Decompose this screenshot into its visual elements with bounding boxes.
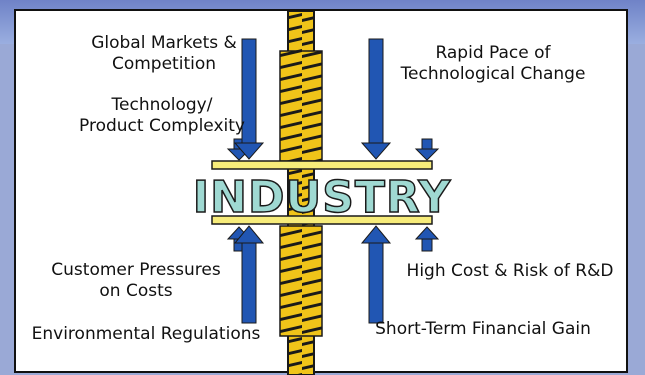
label-high-cost: High Cost & Risk of R&D [406, 261, 614, 281]
down-arrows [226, 38, 440, 161]
label-technology-complexity: Technology/ Product Complexity [79, 95, 245, 136]
up-arrows [226, 225, 440, 324]
arrow-down-large-left [233, 38, 265, 160]
arrow-up-large-right [360, 225, 392, 324]
screw-rod [279, 11, 323, 375]
arrow-up-small-right [414, 226, 440, 252]
arrow-down-small-right [414, 138, 440, 161]
label-global-markets: Global Markets & Competition [91, 33, 237, 74]
industry-label: INDUSTRY [193, 172, 452, 223]
bottom-plate [211, 215, 433, 225]
label-customer-pressures: Customer Pressures on Costs [51, 260, 221, 301]
label-short-term: Short-Term Financial Gain [375, 319, 591, 339]
arrow-up-large-left [233, 225, 265, 324]
label-rapid-pace: Rapid Pace of Technological Change [400, 43, 586, 84]
pressure-diagram: INDUSTRY [192, 11, 452, 375]
diagram-panel: INDUSTRY [14, 9, 628, 375]
arrow-down-large-right [360, 38, 392, 160]
label-environmental-regulations: Environmental Regulations [31, 324, 261, 344]
top-plate [211, 160, 433, 170]
